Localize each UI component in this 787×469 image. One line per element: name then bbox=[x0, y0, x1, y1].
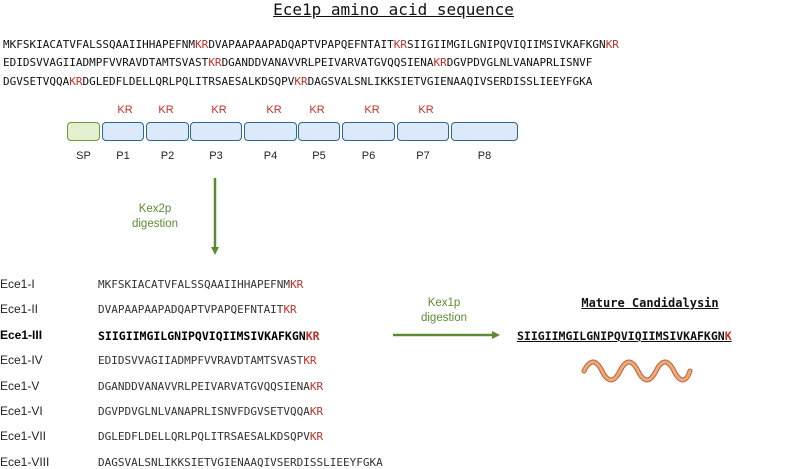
mature-seq-last: K bbox=[724, 329, 732, 343]
segment-label: P8 bbox=[477, 150, 492, 162]
sequence-line: EDIDSVVAGIIADMPFVVRAVDTAMTSVASTKRDGANDDV… bbox=[3, 56, 592, 69]
kr-site: KR bbox=[605, 38, 619, 51]
segment-p5 bbox=[298, 122, 340, 141]
sequence-fragment: SIIGIIMGILGNIPQVIQIIMSIVKAFKGN bbox=[407, 38, 606, 51]
sequence-fragment: EDIDSVVAGIIADMPFVVRAVDTAMTSVAST bbox=[3, 56, 209, 69]
cleavage-site-label: KR bbox=[117, 104, 133, 116]
peptide-seq-body: SIIGIIMGILGNIPQVIQIIMSIVKAFKGN bbox=[98, 329, 306, 343]
peptide-name: Ece1-V bbox=[0, 379, 40, 393]
peptide-sequence: EDIDSVVAGIIADMPFVVRAVDTAMTSVASTKR bbox=[98, 354, 317, 367]
sequence-fragment: MKFSKIACATVFALSSQAAIIHHAPEFNM bbox=[3, 38, 196, 51]
peptide-seq-body: DAGSVALSNLIKKSIETVGIENAAQIVSERDISSLIEEYF… bbox=[98, 456, 383, 469]
cleavage-site-label: KR bbox=[418, 104, 434, 116]
peptide-name: Ece1-III bbox=[0, 328, 43, 342]
peptide-name: Ece1-I bbox=[0, 277, 35, 291]
kex1-label: Kex1p digestion bbox=[404, 296, 484, 326]
kr-site: KR bbox=[309, 430, 324, 443]
segment-label: P2 bbox=[160, 150, 175, 162]
kex2-label: Kex2p digestion bbox=[125, 202, 185, 232]
peptide-seq-body: MKFSKIACATVFALSSQAAIIHHAPEFNM bbox=[98, 278, 291, 291]
kr-site: KR bbox=[195, 38, 209, 51]
alpha-helix-icon bbox=[581, 359, 693, 383]
mature-seq-body: SIIGIIMGILGNIPQVIQIIMSIVKAFKGN bbox=[517, 329, 725, 343]
kr-site: KR bbox=[393, 38, 407, 51]
segment-p3 bbox=[190, 122, 242, 141]
peptide-sequence: DGANDDVANAVVRLPEIVARVATGVQQSIENAKR bbox=[98, 380, 323, 393]
segment-p4 bbox=[244, 122, 297, 141]
mature-title: Mature Candidalysin bbox=[581, 296, 719, 310]
peptide-name: Ece1-II bbox=[0, 302, 39, 316]
sequence-fragment: DVAPAAPAAPADQAPTVPAPQEFNTAIT bbox=[208, 38, 394, 51]
segment-label: P3 bbox=[209, 150, 223, 162]
peptide-seq-body: DVAPAAPAAPADQAPTVPAPQEFNTAIT bbox=[98, 303, 284, 316]
sequence-fragment: DGANDDVANAVVRLPEIVARVATGVQQSIENA bbox=[221, 56, 434, 69]
peptide-seq-body: EDIDSVVAGIIADMPFVVRAVDTAMTSVAST bbox=[98, 354, 304, 367]
peptide-seq-body: DGANDDVANAVVRLPEIVARVATGVQQSIENA bbox=[98, 380, 310, 393]
segment-label: P7 bbox=[416, 150, 430, 162]
segment-p1 bbox=[102, 122, 144, 141]
segment-sp bbox=[67, 122, 100, 141]
peptide-sequence: MKFSKIACATVFALSSQAAIIHHAPEFNMKR bbox=[98, 278, 303, 291]
kex2-name: Kex2p bbox=[138, 203, 172, 215]
peptide-sequence: DVAPAAPAAPADQAPTVPAPQEFNTAITKR bbox=[98, 303, 297, 316]
sequence-fragment: DAGSVALSNLIKKSIETVGIENAAQIVSERDISSLIEEYF… bbox=[307, 75, 593, 88]
kr-site: KR bbox=[208, 56, 222, 69]
peptide-seq-body: DGVPDVGLNLVANAPRLISNVFDGVSETVQQA bbox=[98, 405, 310, 418]
segment-label: P6 bbox=[361, 150, 376, 162]
kex1-process: digestion bbox=[420, 312, 468, 324]
segment-p8 bbox=[451, 122, 518, 141]
kr-site: KR bbox=[309, 405, 324, 418]
kex1-name: Kex1p bbox=[427, 297, 461, 309]
page-title: Ece1p amino acid sequence bbox=[273, 0, 514, 19]
peptide-name: Ece1-VIII bbox=[0, 455, 50, 469]
kr-site: KR bbox=[294, 75, 308, 88]
segment-p6 bbox=[342, 122, 395, 141]
kr-site: KR bbox=[433, 56, 447, 69]
cleavage-site-label: KR bbox=[309, 104, 325, 116]
peptide-sequence: DGLEDFLDELLQRLPQLITRSAESALKDSQPVKR bbox=[98, 430, 323, 443]
sequence-line: DGVSETVQQAKRDGLEDFLDELLQRLPQLITRSAESALKD… bbox=[3, 75, 592, 88]
segment-label: SP bbox=[76, 150, 91, 162]
peptide-seq-body: DGLEDFLDELLQRLPQLITRSAESALKDSQPV bbox=[98, 430, 310, 443]
sequence-fragment: DGLEDFLDELLQRLPQLITRSAESALKDSQPV bbox=[82, 75, 295, 88]
kr-site: KR bbox=[309, 380, 324, 393]
kr-site: KR bbox=[303, 354, 317, 367]
kr-site: KR bbox=[69, 75, 83, 88]
sequence-line: MKFSKIACATVFALSSQAAIIHHAPEFNMKRDVAPAAPAA… bbox=[3, 38, 619, 51]
kr-site: KR bbox=[283, 303, 297, 316]
peptide-sequence: DAGSVALSNLIKKSIETVGIENAAQIVSERDISSLIEEYF… bbox=[98, 456, 383, 469]
cleavage-site-label: KR bbox=[211, 104, 227, 116]
peptide-name: Ece1-VI bbox=[0, 404, 43, 418]
peptide-sequence: SIIGIIMGILGNIPQVIQIIMSIVKAFKGNKR bbox=[98, 329, 320, 343]
kr-site: KR bbox=[290, 278, 304, 291]
segment-label: P1 bbox=[116, 150, 130, 162]
cleavage-site-label: KR bbox=[158, 104, 174, 116]
kr-site: KR bbox=[305, 329, 320, 343]
cleavage-site-label: KR bbox=[364, 104, 380, 116]
segment-p2 bbox=[146, 122, 189, 141]
sequence-fragment: DGVPDVGLNLVANAPRLISNVF bbox=[446, 56, 593, 69]
peptide-sequence: DGVPDVGLNLVANAPRLISNVFDGVSETVQQAKR bbox=[98, 405, 323, 418]
segment-p7 bbox=[397, 122, 449, 141]
mature-sequence: SIIGIIMGILGNIPQVIQIIMSIVKAFKGNK bbox=[517, 329, 732, 343]
peptide-name: Ece1-VII bbox=[0, 429, 47, 443]
kex2-process: digestion bbox=[131, 218, 179, 230]
cleavage-site-label: KR bbox=[266, 104, 282, 116]
segment-label: P4 bbox=[263, 150, 278, 162]
segment-label: P5 bbox=[312, 150, 326, 162]
peptide-name: Ece1-IV bbox=[0, 353, 43, 367]
sequence-fragment: DGVSETVQQA bbox=[3, 75, 70, 88]
